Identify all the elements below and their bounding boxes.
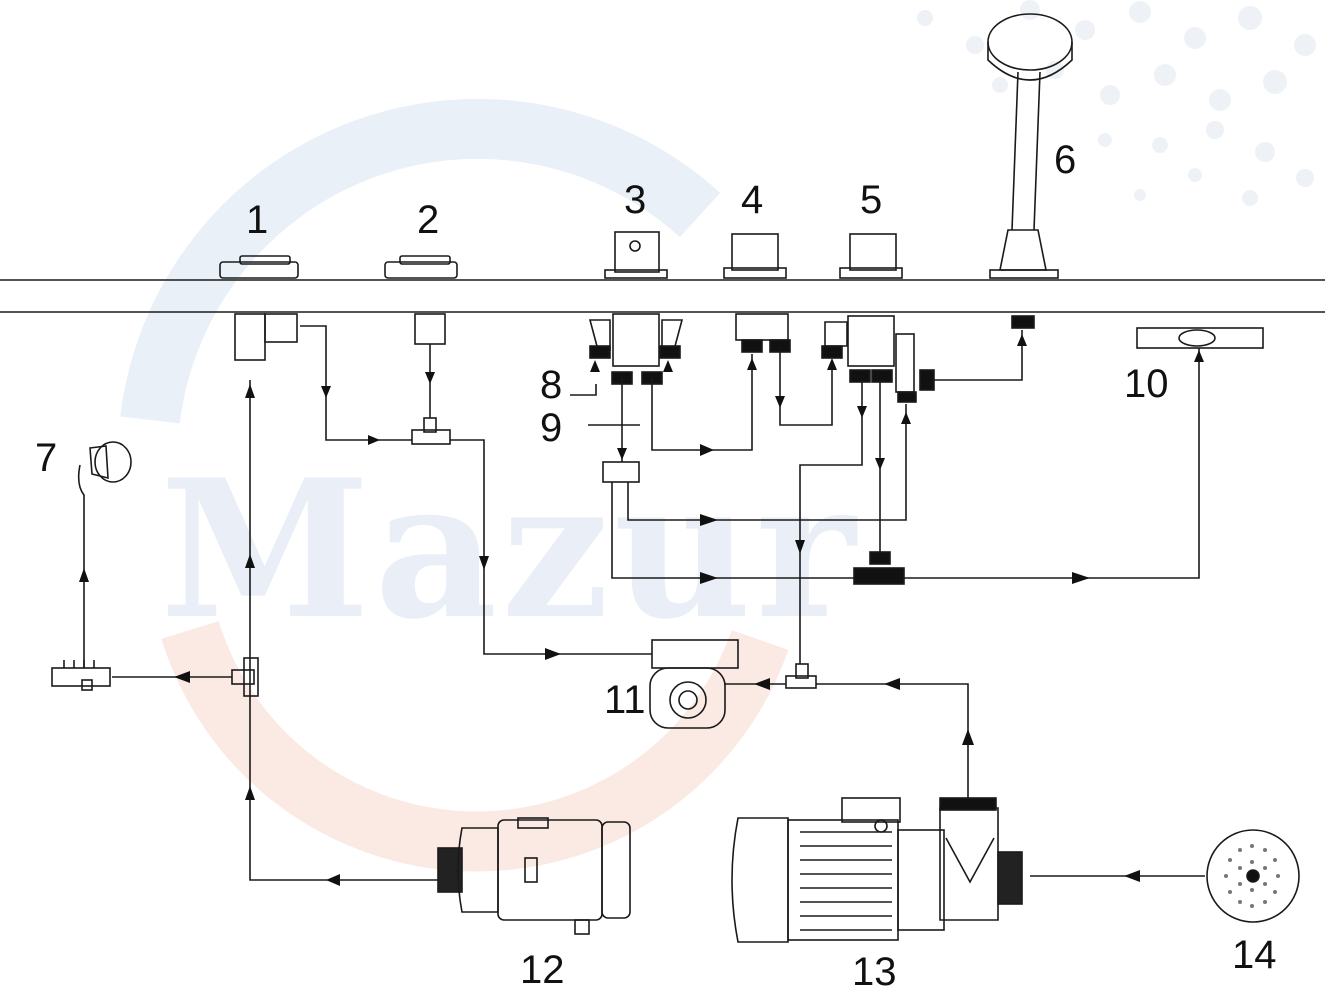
label-part-9: 9 (540, 406, 563, 450)
label-part-12: 12 (520, 948, 565, 992)
part-1-control (219, 255, 299, 361)
label-part-6: 6 (1054, 138, 1077, 182)
dot-pattern (917, 0, 1316, 206)
watermark-text: Mazur (160, 438, 860, 661)
part-14-drain-cover (1206, 829, 1300, 923)
label-part-14: 14 (1232, 933, 1277, 977)
part-7-light (77, 441, 132, 565)
label-part-7: 7 (35, 436, 58, 480)
part-5-valve (821, 233, 935, 403)
label-part-11: 11 (604, 678, 646, 722)
label-part-4: 4 (741, 178, 764, 222)
part-12-air-blower (437, 817, 631, 935)
label-part-13: 13 (852, 950, 897, 994)
label-part-3: 3 (624, 178, 647, 222)
label-part-8: 8 (540, 363, 563, 407)
label-part-2: 2 (417, 198, 440, 242)
part-10-fitting (1136, 327, 1264, 349)
part-11-heater (649, 639, 739, 729)
part-4-valve (723, 233, 791, 353)
label-part-1: 1 (246, 198, 269, 242)
part-6-hand-shower (987, 13, 1073, 329)
part-13-pump (731, 797, 1023, 943)
tee-fittings (231, 417, 905, 697)
part-7-connector (51, 660, 111, 691)
label-part-5: 5 (860, 178, 883, 222)
label-part-10: 10 (1124, 362, 1169, 406)
flow-arrows (79, 334, 1204, 886)
part-2-control (384, 255, 458, 345)
